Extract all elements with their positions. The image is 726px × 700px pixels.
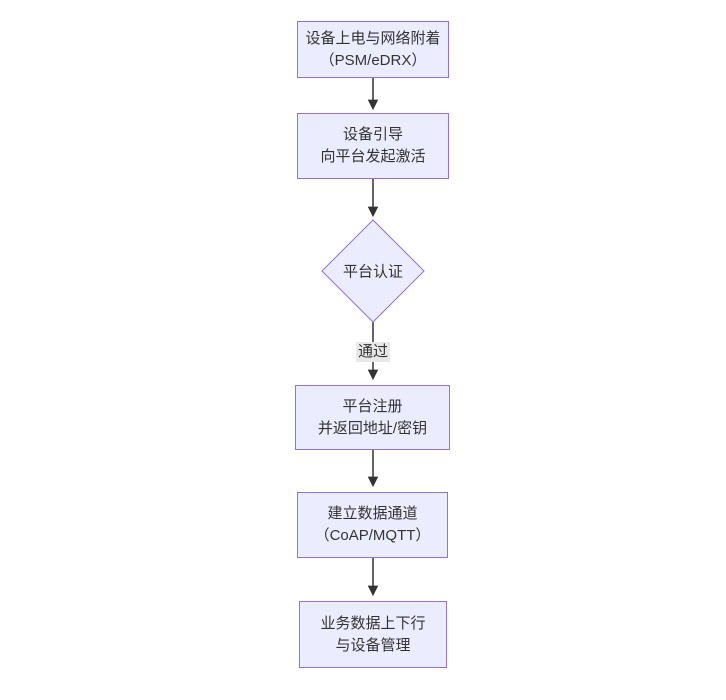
node-data-channel: 建立数据通道 （CoAP/MQTT） <box>297 492 448 558</box>
node-business-data-line1: 业务数据上下行 <box>320 614 426 632</box>
node-register: 平台注册 并返回地址/密钥 <box>295 385 450 450</box>
node-bootstrap: 设备引导 向平台发起激活 <box>297 113 449 179</box>
node-power-on: 设备上电与网络附着 （PSM/eDRX） <box>297 21 449 78</box>
node-business-data-line2: 与设备管理 <box>335 636 411 654</box>
node-register-line1: 平台注册 <box>342 397 403 415</box>
node-bootstrap-line1: 设备引导 <box>342 126 403 143</box>
edge-label-pass: 通过 <box>355 342 391 362</box>
decision-platform-auth-label: 平台认证 <box>342 263 404 281</box>
node-data-channel-line2: （CoAP/MQTT） <box>314 527 431 544</box>
node-bootstrap-line2: 向平台发起激活 <box>320 148 426 165</box>
node-business-data: 业务数据上下行 与设备管理 <box>299 601 447 668</box>
node-power-on-line2: （PSM/eDRX） <box>319 51 427 69</box>
node-data-channel-line1: 建立数据通道 <box>327 505 418 522</box>
decision-diamond-shape <box>321 219 425 323</box>
node-register-line2: 并返回地址/密钥 <box>317 419 428 437</box>
node-power-on-line1: 设备上电与网络附着 <box>305 29 441 47</box>
